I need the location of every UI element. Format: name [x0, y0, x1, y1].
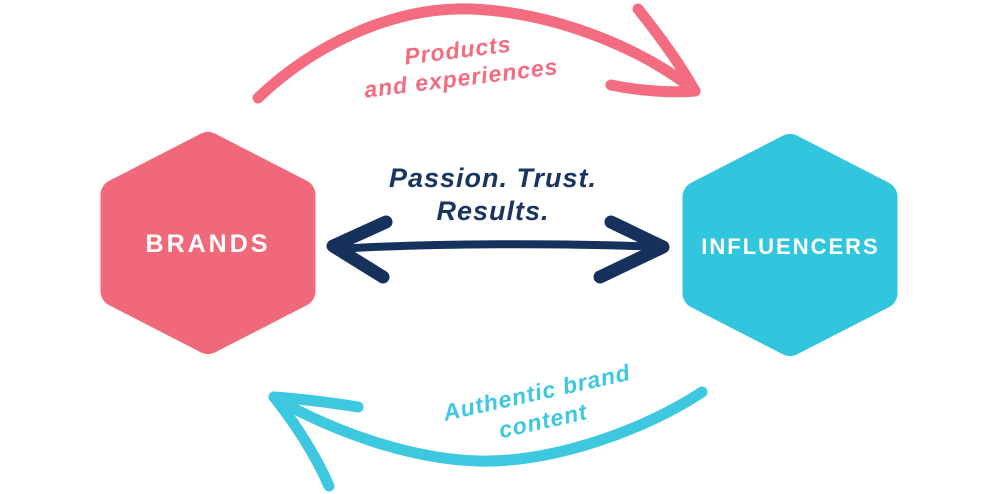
- center-message-line2: Results.: [436, 196, 550, 226]
- double-headed-arrow-icon: [326, 215, 670, 284]
- double-arrow-shaft: [333, 240, 663, 253]
- double-arrow-right-head: [593, 215, 670, 284]
- brands-hexagon: [100, 132, 316, 354]
- bottom-arrowhead-lower-barb: [268, 391, 335, 492]
- bottom-arrowhead-upper-barb: [268, 391, 364, 413]
- top-arrowhead-upper-barb: [632, 3, 701, 97]
- bottom-arrow-shaft: [270, 386, 708, 467]
- top-arrow-shaft: [252, 3, 701, 104]
- bottom-curved-arrow-icon: [268, 386, 708, 492]
- brands-node-label: BRANDS: [145, 230, 271, 258]
- center-message: Passion. Trust. Results.: [368, 162, 618, 228]
- influencers-node-label: INFLUENCERS: [701, 234, 880, 259]
- influencers-hexagon: [682, 134, 898, 356]
- double-arrow-left-head: [326, 215, 393, 284]
- top-arrowhead-lower-barb: [605, 79, 701, 98]
- center-message-line1: Passion. Trust.: [388, 163, 598, 193]
- top-curved-arrow-icon: [252, 3, 701, 104]
